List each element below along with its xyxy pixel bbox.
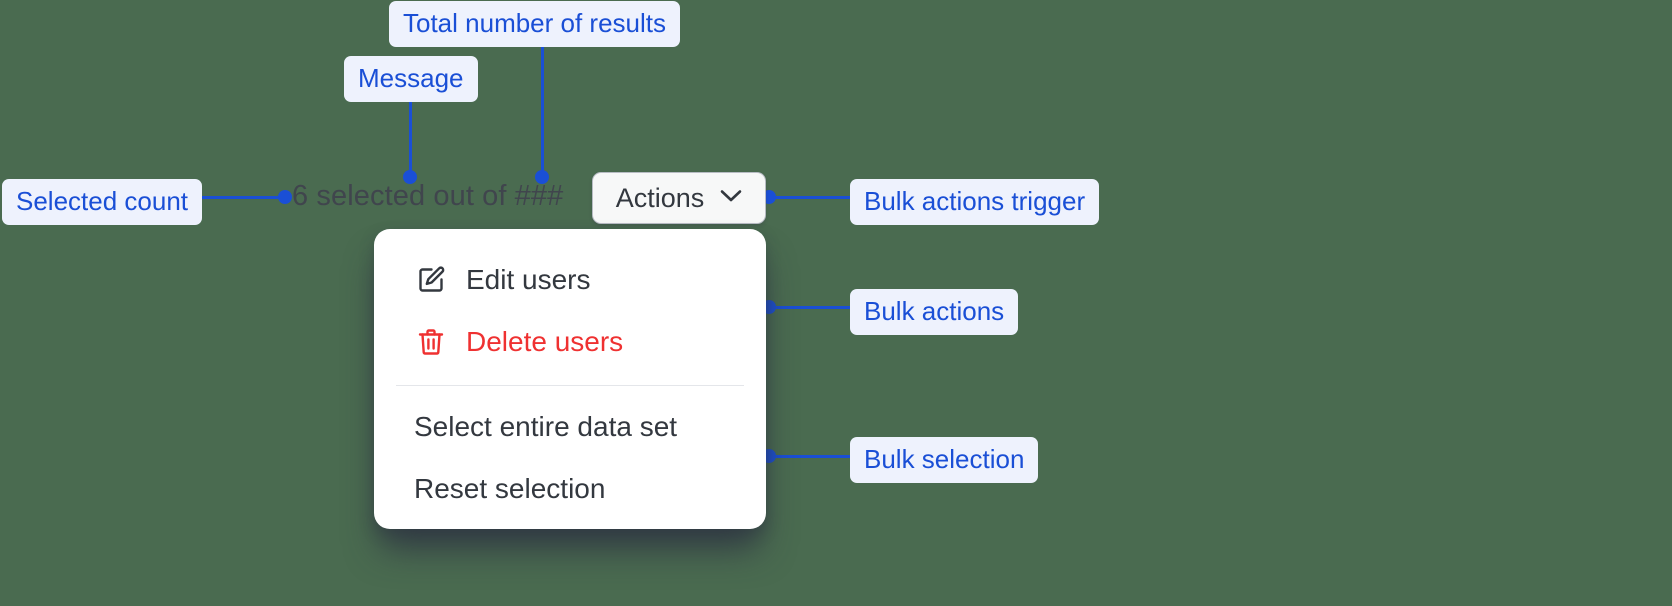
connector-selected-count	[200, 196, 290, 199]
chevron-down-icon	[720, 189, 742, 208]
menu-item-delete-users[interactable]: Delete users	[374, 311, 766, 373]
menu-item-label: Edit users	[466, 264, 591, 295]
annotation-bulk-actions: Bulk actions	[850, 289, 1019, 335]
connector-bulk-actions-trigger	[768, 196, 854, 199]
pencil-square-icon	[414, 263, 448, 297]
connector-bulk-actions	[768, 306, 854, 309]
menu-item-label: Reset selection	[414, 473, 606, 504]
annotation-message: Message	[344, 56, 478, 102]
menu-item-reset-selection[interactable]: Reset selection	[374, 458, 766, 520]
connector-total-number-of-results	[541, 40, 544, 177]
annotation-selected-count: Selected count	[2, 179, 203, 225]
selected-count-status-text: 6 selected out of ###	[292, 180, 564, 212]
menu-item-label: Select entire data set	[414, 411, 678, 442]
bulk-actions-trigger-button[interactable]: Actions	[592, 172, 766, 224]
menu-item-select-entire-data-set[interactable]: Select entire data set	[374, 396, 766, 458]
bulk-actions-trigger-label: Actions	[615, 182, 705, 213]
annotation-total-number-of-results: Total number of results	[389, 1, 681, 47]
annotation-bulk-selection: Bulk selection	[850, 437, 1039, 483]
connector-message	[409, 92, 412, 177]
menu-divider	[396, 385, 744, 386]
bulk-actions-dropdown-menu: Edit users Delete users Select entire da…	[374, 229, 766, 529]
annotation-bulk-actions-trigger: Bulk actions trigger	[850, 179, 1100, 225]
trash-icon	[414, 325, 448, 359]
connector-dot-message	[403, 170, 417, 184]
connector-dot-total-number-of-results	[535, 170, 549, 184]
menu-item-edit-users[interactable]: Edit users	[374, 249, 766, 311]
connector-bulk-selection	[768, 455, 854, 458]
menu-item-label: Delete users	[466, 326, 624, 357]
connector-dot-selected-count	[278, 190, 292, 204]
